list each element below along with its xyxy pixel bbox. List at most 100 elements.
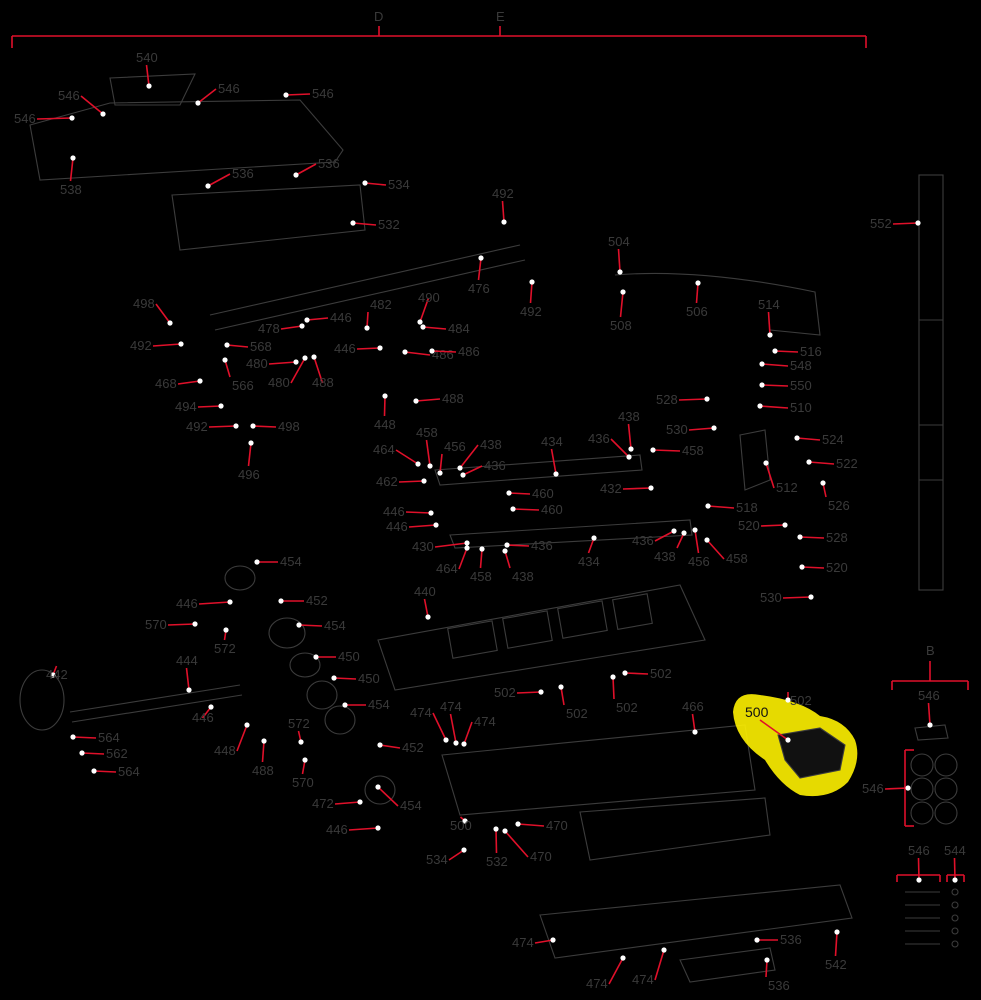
callout-570[interactable]: 570 bbox=[145, 617, 198, 632]
callout-486[interactable]: 486 bbox=[429, 344, 480, 359]
callout-536[interactable]: 536 bbox=[293, 156, 340, 178]
callout-492[interactable]: 492 bbox=[130, 338, 184, 353]
callout-474[interactable]: 474 bbox=[512, 935, 556, 950]
callout-474[interactable]: 474 bbox=[410, 705, 449, 743]
callout-436[interactable]: 436 bbox=[632, 528, 677, 548]
callout-492[interactable]: 492 bbox=[186, 419, 239, 434]
callout-570[interactable]: 570 bbox=[292, 757, 314, 790]
callout-446[interactable]: 446 bbox=[383, 504, 434, 519]
callout-528[interactable]: 528 bbox=[656, 392, 710, 407]
callout-548[interactable]: 548 bbox=[759, 358, 812, 373]
callout-498[interactable]: 498 bbox=[133, 296, 173, 326]
callout-536[interactable]: 536 bbox=[764, 957, 790, 993]
callout-474[interactable]: 474 bbox=[440, 699, 462, 746]
callout-438[interactable]: 438 bbox=[618, 409, 640, 452]
callout-460[interactable]: 460 bbox=[506, 486, 554, 501]
callout-458[interactable]: 458 bbox=[650, 443, 704, 458]
callout-530[interactable]: 530 bbox=[666, 422, 717, 437]
callout-546[interactable]: 546 bbox=[908, 843, 930, 883]
callout-498[interactable]: 498 bbox=[250, 419, 300, 434]
callout-456[interactable]: 456 bbox=[437, 439, 466, 476]
callout-502[interactable]: 502 bbox=[558, 684, 588, 721]
callout-460[interactable]: 460 bbox=[510, 502, 563, 517]
callout-546[interactable]: 546 bbox=[918, 688, 940, 728]
callout-446[interactable]: 446 bbox=[326, 822, 381, 837]
callout-528[interactable]: 528 bbox=[797, 530, 848, 545]
callout-502[interactable]: 502 bbox=[610, 674, 638, 715]
callout-546[interactable]: 546 bbox=[283, 86, 334, 101]
callout-474[interactable]: 474 bbox=[586, 955, 626, 991]
callout-536[interactable]: 536 bbox=[205, 166, 254, 189]
callout-474[interactable]: 474 bbox=[461, 714, 496, 747]
callout-542[interactable]: 542 bbox=[825, 929, 847, 972]
callout-474[interactable]: 474 bbox=[632, 947, 667, 987]
callout-518[interactable]: 518 bbox=[705, 500, 758, 515]
callout-546[interactable]: 546 bbox=[862, 781, 911, 796]
callout-462[interactable]: 462 bbox=[376, 474, 427, 489]
callout-470[interactable]: 470 bbox=[502, 828, 552, 864]
callout-486[interactable]: 486 bbox=[402, 347, 454, 362]
callout-540[interactable]: 540 bbox=[136, 50, 158, 89]
callout-524[interactable]: 524 bbox=[794, 432, 844, 447]
callout-454[interactable]: 454 bbox=[342, 697, 390, 712]
callout-538[interactable]: 538 bbox=[60, 155, 82, 197]
callout-438[interactable]: 438 bbox=[457, 437, 502, 471]
callout-458[interactable]: 458 bbox=[416, 425, 438, 469]
callout-454[interactable]: 454 bbox=[375, 784, 422, 813]
callout-572[interactable]: 572 bbox=[214, 627, 236, 656]
callout-544[interactable]: 544 bbox=[944, 843, 966, 883]
callout-450[interactable]: 450 bbox=[313, 649, 360, 664]
callout-484[interactable]: 484 bbox=[420, 321, 470, 336]
callout-438[interactable]: 438 bbox=[654, 530, 687, 564]
callout-494[interactable]: 494 bbox=[175, 399, 224, 414]
callout-532[interactable]: 532 bbox=[350, 217, 400, 232]
callout-442[interactable]: 442 bbox=[46, 665, 68, 682]
callout-520[interactable]: 520 bbox=[738, 518, 788, 533]
callout-466[interactable]: 466 bbox=[682, 699, 704, 735]
callout-482[interactable]: 482 bbox=[364, 297, 392, 331]
callout-520[interactable]: 520 bbox=[799, 560, 848, 575]
callout-434[interactable]: 434 bbox=[541, 434, 563, 477]
callout-530[interactable]: 530 bbox=[760, 590, 814, 605]
callout-546[interactable]: 546 bbox=[195, 81, 240, 106]
callout-534[interactable]: 534 bbox=[426, 847, 467, 867]
callout-446[interactable]: 446 bbox=[304, 310, 352, 325]
callout-566[interactable]: 566 bbox=[222, 357, 254, 393]
callout-454[interactable]: 454 bbox=[254, 554, 302, 569]
callout-444[interactable]: 444 bbox=[176, 653, 198, 693]
callout-492[interactable]: 492 bbox=[492, 186, 514, 225]
callout-432[interactable]: 432 bbox=[600, 481, 654, 496]
callout-488[interactable]: 488 bbox=[252, 738, 274, 778]
callout-480[interactable]: 480 bbox=[246, 356, 299, 371]
callout-500[interactable]: 500 bbox=[450, 816, 472, 833]
callout-488[interactable]: 488 bbox=[413, 391, 464, 406]
callout-504[interactable]: 504 bbox=[608, 234, 630, 275]
callout-532[interactable]: 532 bbox=[486, 826, 508, 869]
callout-452[interactable]: 452 bbox=[377, 740, 424, 755]
callout-546[interactable]: 546 bbox=[14, 111, 75, 126]
callout-496[interactable]: 496 bbox=[238, 440, 260, 482]
callout-506[interactable]: 506 bbox=[686, 280, 708, 319]
callout-536[interactable]: 536 bbox=[754, 932, 802, 947]
callout-522[interactable]: 522 bbox=[806, 456, 858, 471]
callout-502[interactable]: 502 bbox=[622, 666, 672, 681]
callout-472[interactable]: 472 bbox=[312, 796, 363, 811]
callout-516[interactable]: 516 bbox=[772, 344, 822, 359]
callout-514[interactable]: 514 bbox=[758, 297, 780, 338]
callout-440[interactable]: 440 bbox=[414, 584, 436, 620]
callout-562[interactable]: 562 bbox=[79, 746, 128, 761]
callout-436[interactable]: 436 bbox=[504, 538, 553, 553]
callout-446[interactable]: 446 bbox=[386, 519, 439, 534]
callout-436[interactable]: 436 bbox=[588, 431, 632, 460]
callout-476[interactable]: 476 bbox=[468, 255, 490, 296]
callout-464[interactable]: 464 bbox=[373, 442, 421, 467]
callout-568[interactable]: 568 bbox=[224, 339, 272, 354]
callout-456[interactable]: 456 bbox=[688, 527, 710, 569]
callout-434[interactable]: 434 bbox=[578, 535, 600, 569]
callout-502[interactable]: 502 bbox=[785, 692, 812, 708]
callout-458[interactable]: 458 bbox=[704, 537, 748, 566]
callout-488[interactable]: 488 bbox=[311, 354, 334, 390]
callout-534[interactable]: 534 bbox=[362, 177, 410, 192]
callout-502[interactable]: 502 bbox=[494, 685, 544, 700]
callout-526[interactable]: 526 bbox=[820, 480, 850, 513]
